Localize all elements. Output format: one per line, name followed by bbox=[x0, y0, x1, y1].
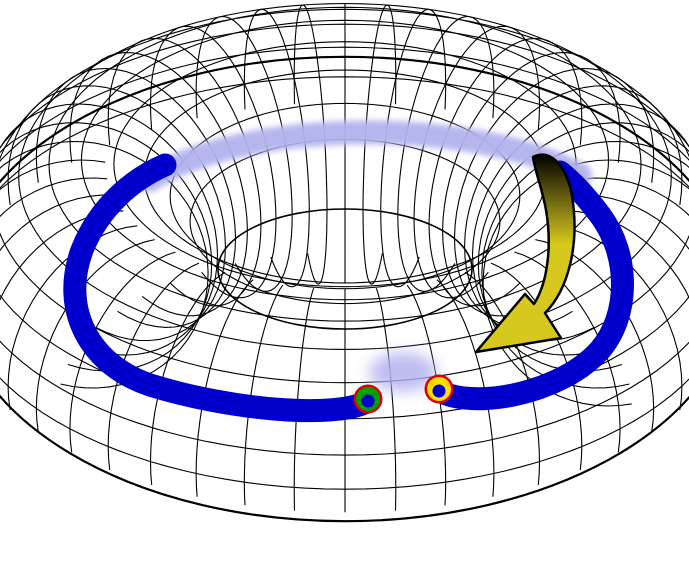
mesh-meridian-line bbox=[481, 140, 689, 389]
mesh-meridian-line bbox=[243, 8, 310, 288]
mesh-meridian-line bbox=[397, 15, 495, 292]
mesh-meridian-line bbox=[0, 140, 209, 389]
blue-loop-curve bbox=[63, 153, 634, 423]
mesh-meridian-line bbox=[380, 8, 447, 288]
mesh-meridian-line bbox=[0, 159, 106, 191]
mesh-meridian-line bbox=[293, 288, 315, 511]
mesh-meridian-line bbox=[436, 279, 495, 497]
mesh-meridian-line bbox=[35, 67, 237, 328]
mesh-meridian-line bbox=[582, 177, 689, 217]
mesh-meridian-line bbox=[490, 262, 583, 471]
mesh-meridian-line bbox=[195, 279, 254, 497]
loop-hidden-back bbox=[138, 120, 592, 192]
torus-hole-rim bbox=[217, 208, 473, 330]
mesh-meridian-line bbox=[107, 37, 262, 307]
endpoint-core-left bbox=[361, 394, 375, 408]
loop-hidden-segment bbox=[138, 120, 592, 392]
mesh-meridian-line bbox=[69, 52, 248, 317]
curved-arrow-shape bbox=[474, 153, 576, 354]
mesh-meridian-line bbox=[0, 194, 114, 252]
mesh-meridian-line bbox=[514, 251, 621, 453]
loop-endpoints bbox=[353, 374, 454, 414]
endpoint-core-right bbox=[432, 384, 446, 398]
mesh-meridian-line bbox=[552, 225, 683, 410]
mesh-meridian-line bbox=[293, 4, 328, 285]
mesh-meridian-line bbox=[243, 284, 284, 506]
curved-arrow-icon bbox=[474, 153, 576, 354]
mesh-meridian-line bbox=[149, 25, 277, 299]
loop-right-arc bbox=[426, 160, 634, 411]
mesh-meridian-line bbox=[413, 25, 541, 299]
mesh-meridian-line bbox=[428, 37, 583, 307]
mesh-meridian-line bbox=[195, 15, 293, 292]
mesh-meridian-line bbox=[362, 4, 397, 285]
mesh-meridian-line bbox=[0, 177, 108, 218]
mesh-meridian-line bbox=[107, 262, 200, 471]
loop-left-arc bbox=[63, 153, 382, 423]
loop-hidden-crossing bbox=[369, 352, 437, 392]
mesh-meridian-line bbox=[477, 122, 689, 372]
mesh-meridian-line bbox=[7, 225, 138, 410]
mesh-meridian-line bbox=[149, 271, 226, 485]
mesh-meridian-line bbox=[464, 271, 541, 485]
mesh-meridian-line bbox=[35, 239, 155, 433]
mesh-meridian-line bbox=[576, 194, 689, 250]
